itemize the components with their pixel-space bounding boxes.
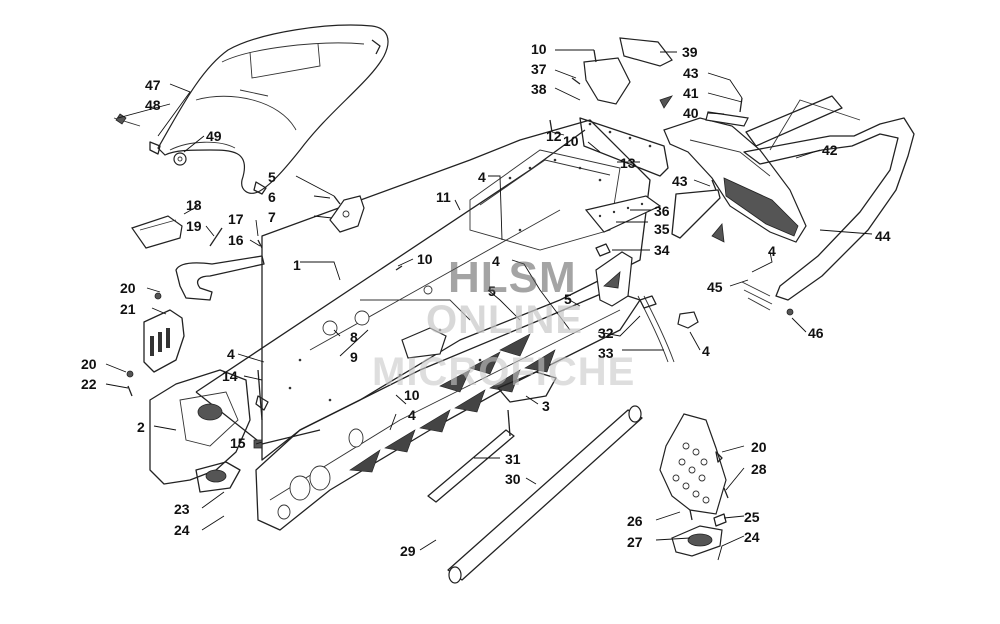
callout-label: 10 <box>417 251 433 267</box>
callout-label: 47 <box>145 77 161 93</box>
watermark-line-2: ONLINE <box>426 298 584 342</box>
callout-label: 40 <box>683 105 699 121</box>
callout-label: 24 <box>174 522 190 538</box>
callout-label: 12 <box>546 128 562 144</box>
watermark-line-1: HLSM <box>448 253 577 302</box>
callout-label: 5 <box>488 283 496 299</box>
callout-label: 8 <box>350 329 358 345</box>
callout-label: 4 <box>408 407 416 423</box>
callout-label: 19 <box>186 218 202 234</box>
callout-label: 4 <box>478 169 486 185</box>
callout-label: 4 <box>227 346 235 362</box>
callout-label: 15 <box>230 435 246 451</box>
callout-label: 37 <box>531 61 547 77</box>
rear-top-parts <box>549 37 673 257</box>
callout-label: 48 <box>145 97 161 113</box>
callout-label: 38 <box>531 81 547 97</box>
callout-label: 29 <box>400 543 416 559</box>
callout-label: 5 <box>564 291 572 307</box>
rear-brace-parts <box>126 215 265 397</box>
callout-label: 1 <box>293 257 301 273</box>
tunnel-mount-brackets <box>329 195 403 271</box>
callout-label: 13 <box>620 155 636 171</box>
callout-label: 39 <box>682 44 698 60</box>
callout-label: 33 <box>598 345 614 361</box>
callout-label: 10 <box>531 41 547 57</box>
callout-label: 20 <box>81 356 97 372</box>
callout-label: 2 <box>137 419 145 435</box>
callout-label: 9 <box>350 349 358 365</box>
callout-label: 44 <box>875 228 891 244</box>
running-board-rails <box>427 371 643 584</box>
callout-label: 17 <box>228 211 244 227</box>
callout-label: 41 <box>683 85 699 101</box>
side-footrest-part <box>659 413 729 557</box>
callout-label: 36 <box>654 203 670 219</box>
callout-label: 24 <box>744 529 760 545</box>
snowflap-and-bumper <box>659 95 915 316</box>
callout-label: 31 <box>505 451 521 467</box>
callout-label: 4 <box>702 343 710 359</box>
callout-label: 35 <box>654 221 670 237</box>
callout-label: 11 <box>436 189 451 205</box>
callout-label: 28 <box>751 461 767 477</box>
callout-label: 7 <box>268 209 276 225</box>
callout-label: 32 <box>598 325 614 341</box>
callout-label: 21 <box>120 301 136 317</box>
callout-label: 18 <box>186 197 202 213</box>
callout-label: 43 <box>683 65 699 81</box>
callout-label: 45 <box>707 279 723 295</box>
callout-label: 20 <box>120 280 136 296</box>
callout-label: 3 <box>542 398 550 414</box>
callout-label: 49 <box>206 128 222 144</box>
callout-label: 14 <box>222 368 238 384</box>
callout-label: 34 <box>654 242 670 258</box>
callout-leader-lines <box>105 49 873 561</box>
callout-label: 20 <box>751 439 767 455</box>
callout-label: 42 <box>822 142 838 158</box>
callout-label: 4 <box>492 253 500 269</box>
callout-label: 10 <box>563 133 579 149</box>
callout-label: 26 <box>627 513 643 529</box>
callout-label: 5 <box>268 169 276 185</box>
callout-label: 25 <box>744 509 760 525</box>
callout-label: 46 <box>808 325 824 341</box>
seat-part <box>157 24 389 194</box>
callout-label: 43 <box>672 173 688 189</box>
callout-label: 4 <box>768 243 776 259</box>
chain-strap-part <box>401 251 699 363</box>
callout-label: 27 <box>627 534 643 550</box>
watermark-line-3: MICROFICHE <box>372 350 636 394</box>
callout-label: 22 <box>81 376 97 392</box>
callout-label: 30 <box>505 471 521 487</box>
callout-label: 10 <box>404 387 420 403</box>
callout-label: 23 <box>174 501 190 517</box>
callout-label: 16 <box>228 232 244 248</box>
front-bracket-part <box>149 369 269 493</box>
callout-label: 6 <box>268 189 276 205</box>
